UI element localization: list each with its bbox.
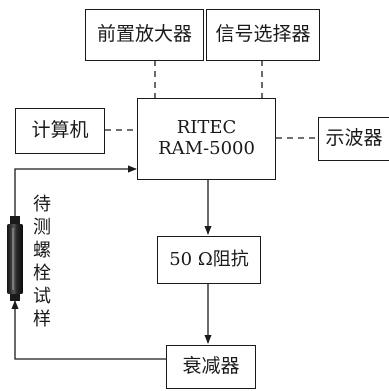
impedance-box: 50 Ω阻抗 [157,236,261,284]
computer-box: 计算机 [15,108,105,154]
specimen-char: 测 [30,216,54,239]
specimen-label: 待 测 螺 栓 试 样 [30,193,54,331]
computer-label: 计算机 [31,120,88,142]
ritec-box: RITEC RAM-5000 [137,98,276,180]
oscilloscope-box: 示波器 [318,117,389,161]
signal-selector-label: 信号选择器 [215,24,310,46]
preamp-label: 前置放大器 [97,24,192,46]
ritec-label-line1: RITEC [177,118,237,139]
impedance-label: 50 Ω阻抗 [169,250,249,271]
ritec-label-line2: RAM-5000 [158,139,255,160]
attenuator-label: 衰减器 [182,356,239,378]
attenuator-box: 衰减器 [166,345,256,389]
signal-selector-box: 信号选择器 [206,9,320,61]
specimen-char: 栓 [30,262,54,285]
specimen-char: 螺 [30,239,54,262]
preamp-box: 前置放大器 [85,9,204,61]
oscilloscope-label: 示波器 [325,128,382,150]
specimen-char: 试 [30,285,54,308]
bolt-specimen-icon [7,216,23,301]
specimen-char: 待 [30,193,54,216]
specimen-char: 样 [30,308,54,331]
